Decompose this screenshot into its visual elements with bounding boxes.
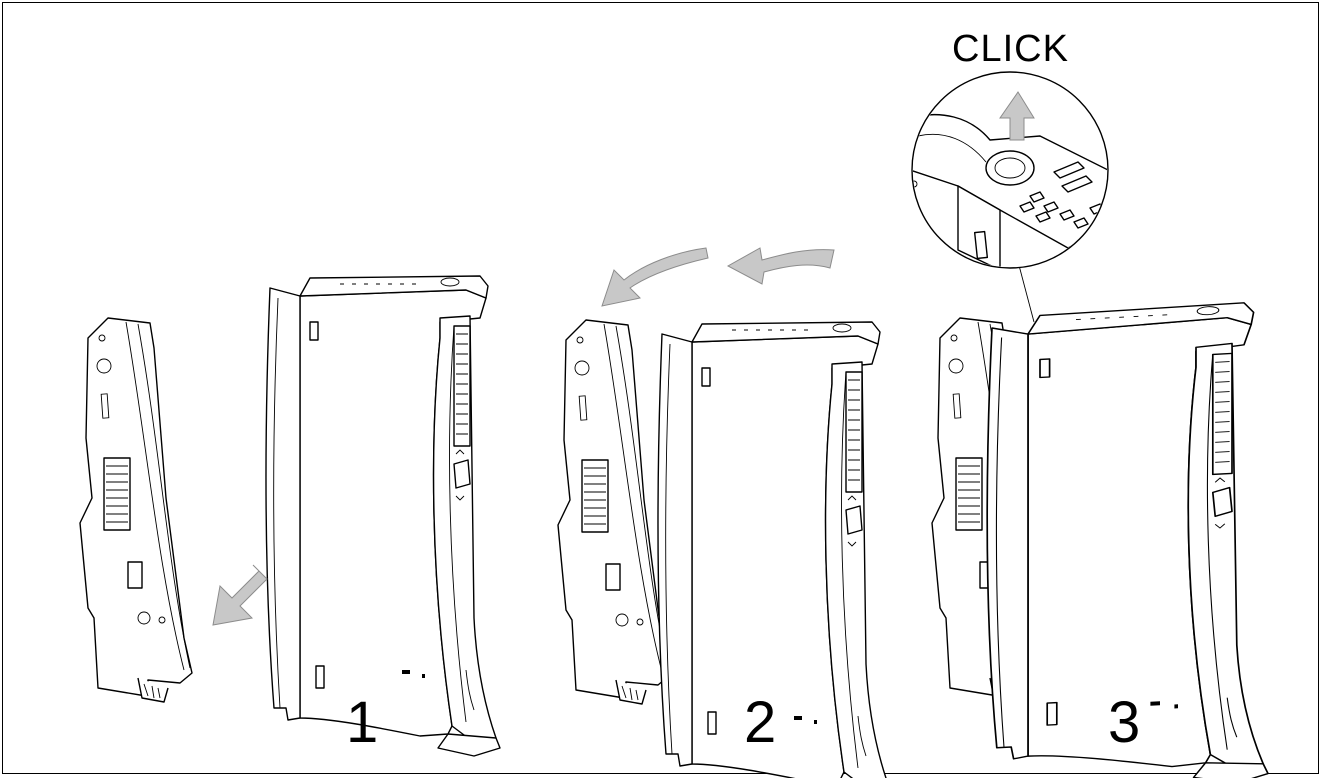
step-2-rotate-arrow-left (601, 247, 709, 307)
step-label-2: 2 (744, 690, 777, 755)
click-detail-magnifier (911, 71, 1109, 269)
step-1-base-part (79, 317, 193, 703)
step-2-rotate-arrow-right (726, 247, 835, 285)
step-label-1: 1 (346, 690, 379, 755)
step-1-main-module (265, 275, 501, 757)
step-2-base-part (557, 319, 671, 705)
step-1-illustration (79, 275, 501, 757)
step-3-illustration (911, 71, 1269, 778)
step-1-hook-arrow (212, 564, 268, 626)
click-up-arrow (999, 91, 1035, 141)
click-callout-text: CLICK (952, 28, 1069, 70)
step-2-illustration (557, 247, 893, 778)
step-label-3: 3 (1108, 690, 1141, 755)
